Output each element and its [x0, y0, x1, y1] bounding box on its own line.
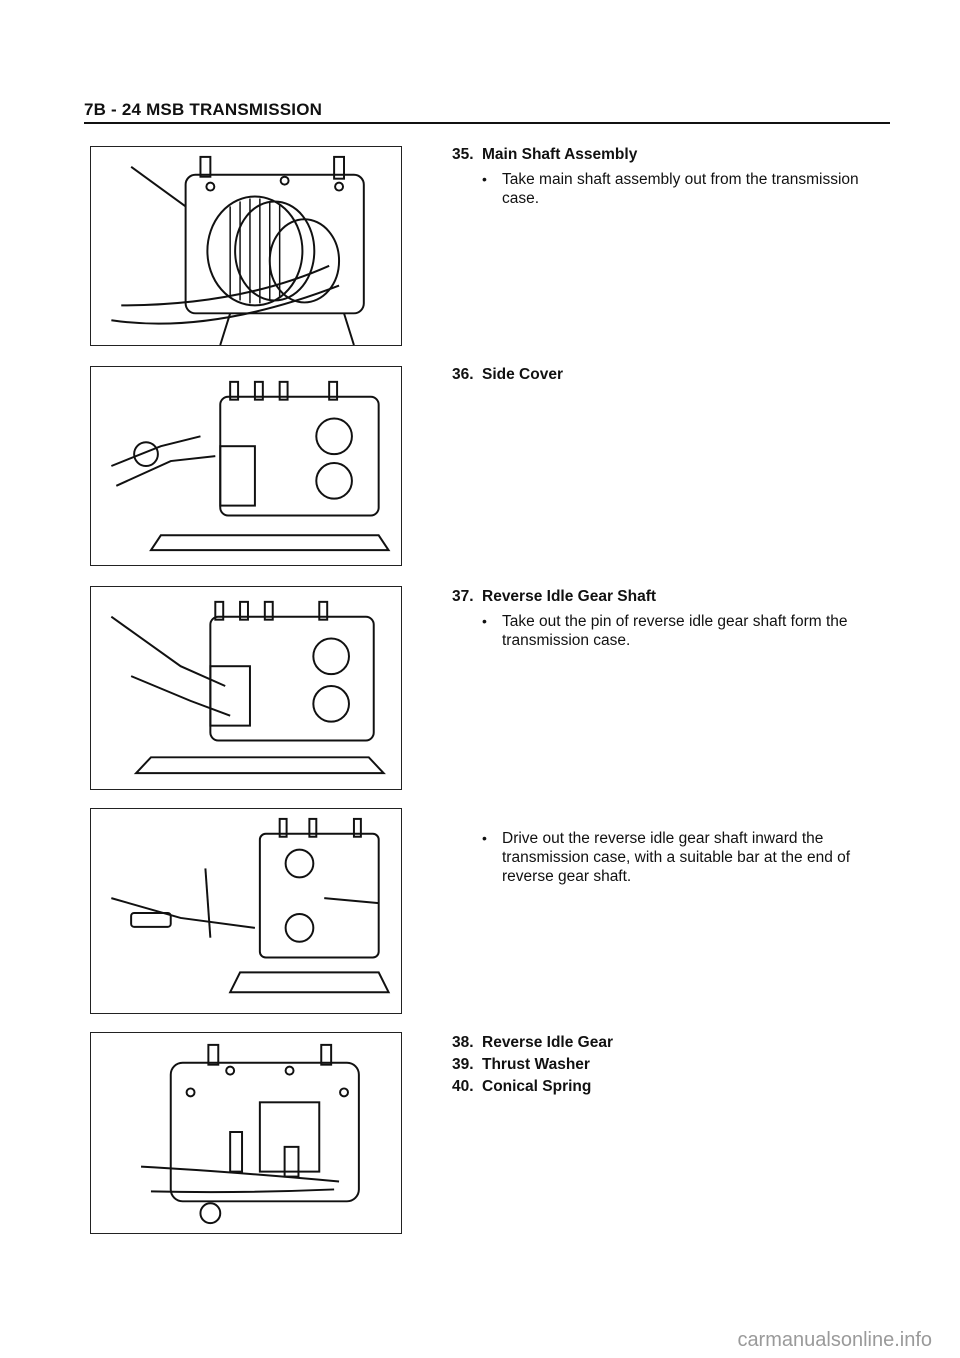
step-instruction: Drive out the reverse idle gear shaft in… — [502, 830, 851, 885]
step-title: 39. Thrust Washer — [452, 1056, 892, 1074]
step-heading: Reverse Idle Gear Shaft — [482, 588, 657, 605]
step-title: 35. Main Shaft Assembly — [452, 146, 892, 164]
illustration-main-shaft — [111, 155, 365, 345]
step-number: 37. — [452, 588, 474, 605]
bullet-icon: • — [482, 171, 487, 187]
step-heading: Main Shaft Assembly — [482, 146, 638, 163]
step-heading: Side Cover — [482, 366, 563, 383]
step-instruction: Take main shaft assembly out from the tr… — [502, 171, 859, 207]
step-36: 36. Side Cover — [452, 366, 892, 390]
list-item: • Take main shaft assembly out from the … — [482, 170, 892, 208]
illustration-side-cover — [110, 380, 391, 552]
step-number: 40. — [452, 1078, 474, 1095]
page-header: 7B - 24 MSB TRANSMISSION — [84, 100, 323, 119]
step-heading: Reverse Idle Gear — [482, 1034, 613, 1051]
illustration-drive-out-shaft — [111, 817, 391, 994]
step-37-continued: • Drive out the reverse idle gear shaft … — [452, 829, 892, 886]
step-title: 37. Reverse Idle Gear Shaft — [452, 588, 892, 606]
step-number: 35. — [452, 146, 474, 163]
illustration-reverse-idle-pin — [110, 600, 386, 775]
figure-main-shaft-removal — [90, 146, 402, 346]
illustration-reverse-idle-gear — [140, 1043, 360, 1225]
step-heading: Thrust Washer — [482, 1056, 590, 1073]
step-heading: Conical Spring — [482, 1078, 592, 1095]
step-number: 36. — [452, 366, 474, 383]
step-title: 38. Reverse Idle Gear — [452, 1034, 892, 1052]
step-37: 37. Reverse Idle Gear Shaft • Take out t… — [452, 588, 892, 650]
step-title: 36. Side Cover — [452, 366, 892, 384]
bullet-icon: • — [482, 830, 487, 846]
figure-drive-out-shaft — [90, 808, 402, 1014]
step-instruction: Take out the pin of reverse idle gear sh… — [502, 613, 848, 649]
list-item: • Take out the pin of reverse idle gear … — [482, 612, 892, 650]
step-title: 40. Conical Spring — [452, 1078, 892, 1096]
header-rule — [84, 122, 890, 124]
figure-side-cover — [90, 366, 402, 566]
step-number: 39. — [452, 1056, 474, 1073]
step-number: 38. — [452, 1034, 474, 1051]
step-35: 35. Main Shaft Assembly • Take main shaf… — [452, 146, 892, 208]
figure-reverse-idle-gear — [90, 1032, 402, 1234]
step-38: 38. Reverse Idle Gear 39. Thrust Washer … — [452, 1034, 892, 1102]
figure-reverse-idle-pin — [90, 586, 402, 790]
bullet-icon: • — [482, 613, 487, 629]
watermark-text: carmanualsonline.info — [737, 1329, 932, 1351]
list-item: • Drive out the reverse idle gear shaft … — [482, 829, 892, 886]
